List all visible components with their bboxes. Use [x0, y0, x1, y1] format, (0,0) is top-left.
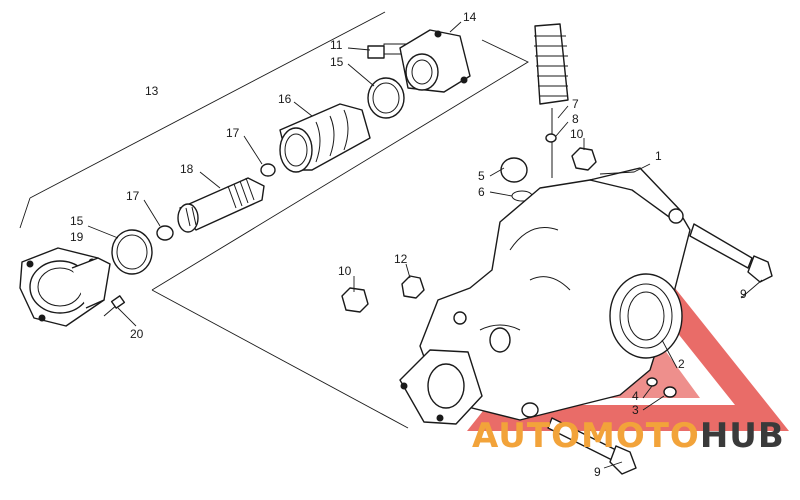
assembly-bracket-lines	[19, 11, 529, 429]
callout-1: 1	[655, 149, 662, 163]
plug-17-upper	[260, 163, 276, 177]
callout-17-lower: 17	[126, 189, 140, 203]
callout-16: 16	[278, 92, 292, 106]
callout-11: 11	[330, 38, 343, 52]
splined-shaft-18	[177, 177, 265, 233]
callout-13: 13	[145, 84, 159, 98]
brand-moto: MOTO	[580, 416, 700, 456]
callout-19: 19	[70, 230, 84, 244]
main-housing-1	[419, 167, 691, 421]
brand-auto: AUTO	[472, 416, 581, 456]
callout-2: 2	[678, 357, 685, 371]
callout-15-upper: 15	[330, 55, 344, 69]
callout-9-lower: 9	[594, 465, 601, 479]
small-parts-2-3-4	[646, 377, 677, 398]
brand-hub: HUB	[699, 416, 785, 456]
pin-7-8	[545, 108, 557, 178]
bolt-9-lower	[547, 417, 637, 475]
shifter-boot	[534, 23, 569, 105]
callout-3: 3	[632, 403, 639, 417]
nut-10-upper	[571, 147, 597, 171]
output-flange	[399, 349, 483, 425]
callout-10-lower: 10	[338, 264, 352, 278]
clamp-ring-15-left	[111, 229, 153, 275]
callout-14: 14	[463, 10, 477, 24]
callout-15-lower: 15	[70, 214, 84, 228]
callout-4: 4	[632, 389, 639, 403]
nut-12	[401, 275, 425, 299]
nut-10-lower	[341, 287, 369, 313]
callout-8: 8	[572, 112, 579, 126]
callout-10-upper: 10	[570, 127, 584, 141]
bolt-20	[103, 295, 126, 317]
yoke-14	[399, 29, 471, 93]
callout-18: 18	[180, 162, 194, 176]
flange-housing-19	[19, 247, 111, 327]
callout-9-upper: 9	[740, 287, 747, 301]
callout-20: 20	[130, 327, 144, 341]
plug-17-lower	[156, 225, 174, 241]
callout-17-upper: 17	[226, 126, 240, 140]
callout-12: 12	[394, 252, 408, 266]
callout-6: 6	[478, 185, 485, 199]
watermark-brand-text: AUTOMOTOHUB	[472, 416, 785, 456]
leader-lines	[87, 21, 763, 469]
bolt-9-upper	[689, 223, 773, 283]
callout-labels: 1 2 3 4 5 6 7 8 9 9 10 10 11 12 13 14 15…	[70, 10, 747, 479]
callout-5: 5	[478, 169, 485, 183]
callout-7: 7	[572, 97, 579, 111]
boot-16	[279, 103, 371, 173]
clamp-ring-15-upper	[367, 77, 405, 119]
